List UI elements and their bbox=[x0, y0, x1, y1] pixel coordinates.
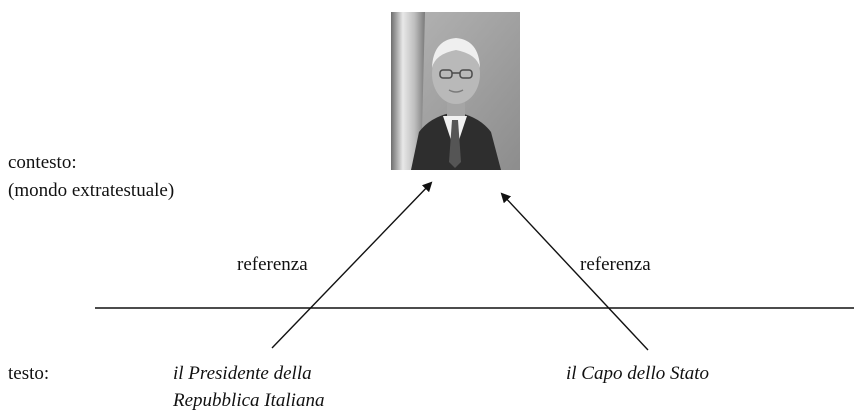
mouth-shape bbox=[448, 89, 464, 93]
context-label-line1: contesto: bbox=[8, 152, 77, 173]
face-shape bbox=[432, 44, 480, 104]
reference-label-right: referenza bbox=[580, 254, 651, 275]
hair-shape bbox=[432, 38, 480, 68]
context-label-line2: (mondo extratestuale) bbox=[8, 180, 175, 201]
glasses-right bbox=[459, 69, 473, 79]
portrait-photo bbox=[391, 12, 520, 170]
glasses-left bbox=[439, 69, 453, 79]
expression-left-line2: Repubblica Italiana bbox=[173, 390, 325, 411]
tie-shape bbox=[449, 120, 461, 168]
expression-left-line1: il Presidente della bbox=[173, 363, 312, 384]
expression-right: il Capo dello Stato bbox=[566, 363, 710, 384]
portrait-illustration bbox=[391, 12, 520, 170]
text-label: testo: bbox=[8, 363, 50, 384]
reference-arrow-right bbox=[500, 192, 649, 351]
reference-label-left: referenza bbox=[237, 254, 308, 275]
flag-shape bbox=[391, 12, 425, 170]
reference-arrow-left bbox=[271, 181, 433, 349]
